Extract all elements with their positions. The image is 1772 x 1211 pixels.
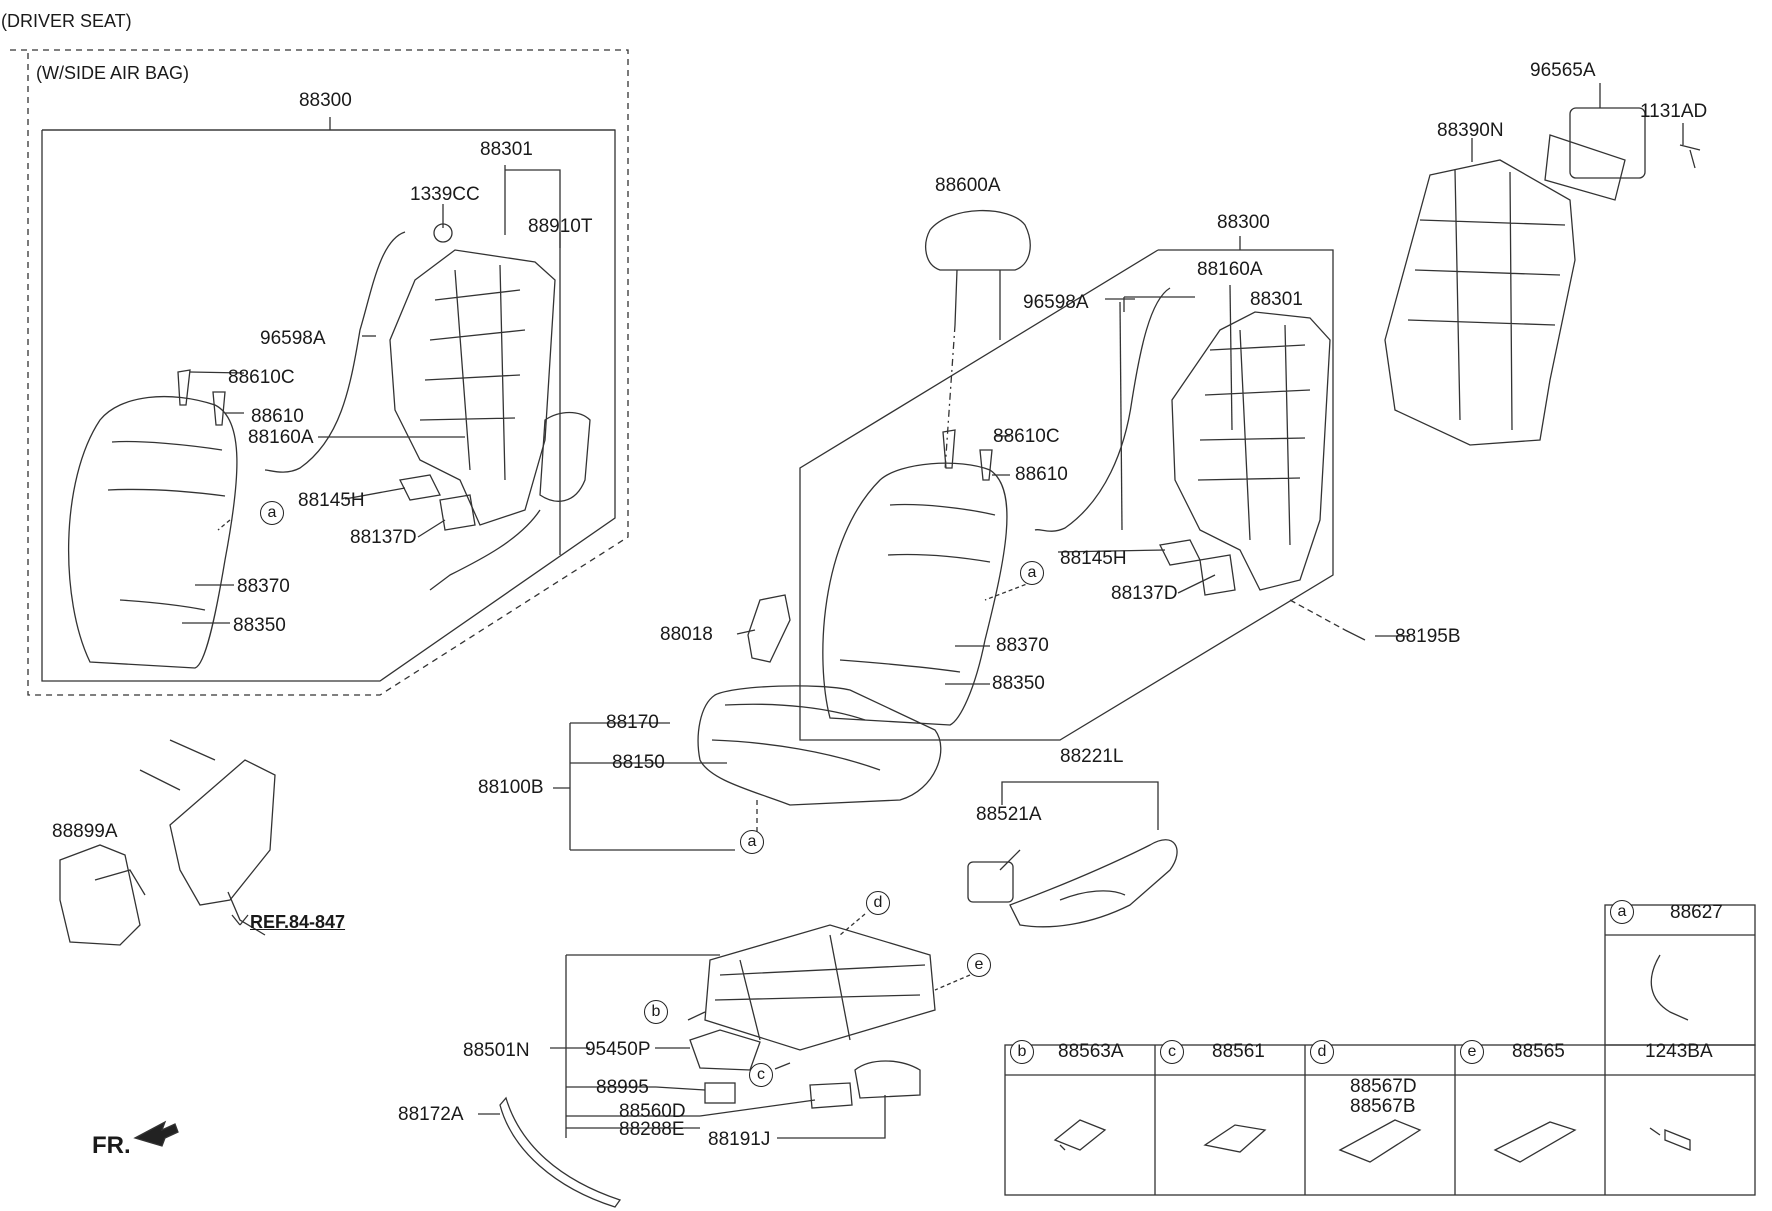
label-88145H-left: 88145H — [298, 490, 365, 511]
label-88370-left: 88370 — [237, 576, 290, 597]
center-seat-back-cover — [822, 462, 1008, 726]
headrest — [925, 209, 1031, 271]
legend-part-88627: 88627 — [1670, 901, 1723, 923]
legend-part-88567D: 88567D — [1350, 1076, 1417, 1097]
left-seat-frame — [389, 249, 556, 526]
label-88170: 88170 — [606, 712, 659, 733]
label-88910T: 88910T — [528, 216, 593, 237]
legend-letter-b: b — [1010, 1040, 1034, 1064]
label-88300-center: 88300 — [1217, 212, 1270, 233]
control-module — [689, 1029, 761, 1071]
label-ref-84-847: REF.84-847 — [250, 912, 346, 932]
left-wiring-harness — [264, 231, 406, 473]
label-88995: 88995 — [596, 1077, 649, 1098]
label-88145H-center: 88145H — [1060, 548, 1127, 569]
label-88301-left: 88301 — [480, 139, 533, 160]
label-88300-left: 88300 — [298, 90, 352, 111]
legend-part-88565: 88565 — [1512, 1041, 1565, 1062]
front-direction-arrow — [133, 1120, 179, 1147]
center-wiring-harness — [1034, 287, 1171, 532]
callout-d: d — [866, 890, 890, 915]
label-1339CC: 1339CC — [410, 184, 480, 205]
legend-part-1243BA: 1243BA — [1645, 1041, 1713, 1062]
label-88191J: 88191J — [708, 1129, 771, 1150]
connector-88995 — [704, 1082, 736, 1104]
callout-e: e — [967, 952, 991, 977]
legend-letter-d: d — [1310, 1040, 1334, 1064]
legend-letter-c: c — [1160, 1040, 1184, 1064]
airbag-group-title: (W/SIDE AIR BAG) — [35, 63, 190, 83]
recliner-switch — [967, 861, 1014, 903]
callout-a-left: a — [260, 501, 284, 525]
label-front-direction: FR. — [92, 1132, 131, 1159]
label-88301-center: 88301 — [1250, 289, 1303, 310]
callout-a-cushion: a — [740, 830, 764, 854]
ref-bracket — [169, 759, 276, 906]
label-88172A: 88172A — [398, 1104, 464, 1125]
label-88600A: 88600A — [935, 175, 1001, 196]
left-side-airbag — [539, 411, 591, 502]
label-96598A-center: 96598A — [1023, 292, 1089, 313]
label-1131AD: 1131AD — [1640, 100, 1708, 122]
label-88018: 88018 — [660, 624, 713, 645]
label-88100B: 88100B — [478, 777, 544, 798]
label-88288E: 88288E — [619, 1119, 685, 1140]
left-seat-back-cover — [67, 396, 238, 669]
label-88899A: 88899A — [52, 821, 118, 842]
center-assembly-box — [799, 249, 1334, 741]
callout-b: b — [644, 1000, 668, 1024]
diagram-title: (DRIVER SEAT) — [0, 11, 132, 31]
legend-part-88567B: 88567B — [1350, 1096, 1416, 1117]
left-assembly-box — [41, 129, 616, 682]
center-seat-frame — [1171, 311, 1331, 591]
label-88610-left: 88610 — [251, 406, 304, 427]
seat-back-panel — [1384, 159, 1576, 446]
label-88521A: 88521A — [976, 804, 1042, 825]
bracket-88899A — [59, 844, 141, 946]
strip-88172A — [499, 1096, 622, 1208]
callout-a-center: a — [1020, 561, 1044, 585]
label-88195B: 88195B — [1395, 626, 1461, 647]
label-88610C-left: 88610C — [228, 367, 295, 388]
label-88150: 88150 — [612, 752, 665, 773]
label-96565A: 96565A — [1530, 60, 1596, 81]
label-96598A-left: 96598A — [260, 328, 326, 349]
label-88160A-left: 88160A — [248, 427, 314, 448]
label-88137D-left: 88137D — [350, 527, 417, 548]
label-88137D-center: 88137D — [1111, 583, 1178, 604]
seat-track — [704, 924, 936, 1051]
legend-letter-e: e — [1460, 1040, 1484, 1064]
label-88390N: 88390N — [1437, 120, 1504, 141]
airbag-group-outline — [10, 49, 629, 696]
legend-table — [1004, 1044, 1756, 1196]
label-88610-center: 88610 — [1015, 464, 1068, 485]
legend-part-88561: 88561 — [1212, 1041, 1265, 1062]
connector-88560D — [809, 1082, 853, 1109]
label-88350-left: 88350 — [233, 614, 286, 636]
seat-cushion — [697, 685, 942, 806]
cover-88191J — [854, 1060, 921, 1099]
monitor-96565A — [1569, 107, 1646, 179]
label-88560D: 88560D — [619, 1101, 686, 1122]
legend-part-88563A: 88563A — [1058, 1041, 1124, 1062]
callout-c: c — [749, 1063, 773, 1087]
label-88370-center: 88370 — [996, 635, 1049, 656]
label-88501N: 88501N — [463, 1040, 530, 1061]
label-88160A-center: 88160A — [1197, 259, 1263, 280]
side-shield — [1009, 839, 1178, 928]
label-95450P: 95450P — [584, 1039, 651, 1060]
label-88350-center: 88350 — [992, 673, 1045, 694]
label-88610C-center: 88610C — [993, 426, 1060, 447]
trim-88018 — [747, 594, 791, 663]
label-88221L: 88221L — [1060, 746, 1124, 767]
legend-letter-a: a — [1610, 900, 1634, 924]
